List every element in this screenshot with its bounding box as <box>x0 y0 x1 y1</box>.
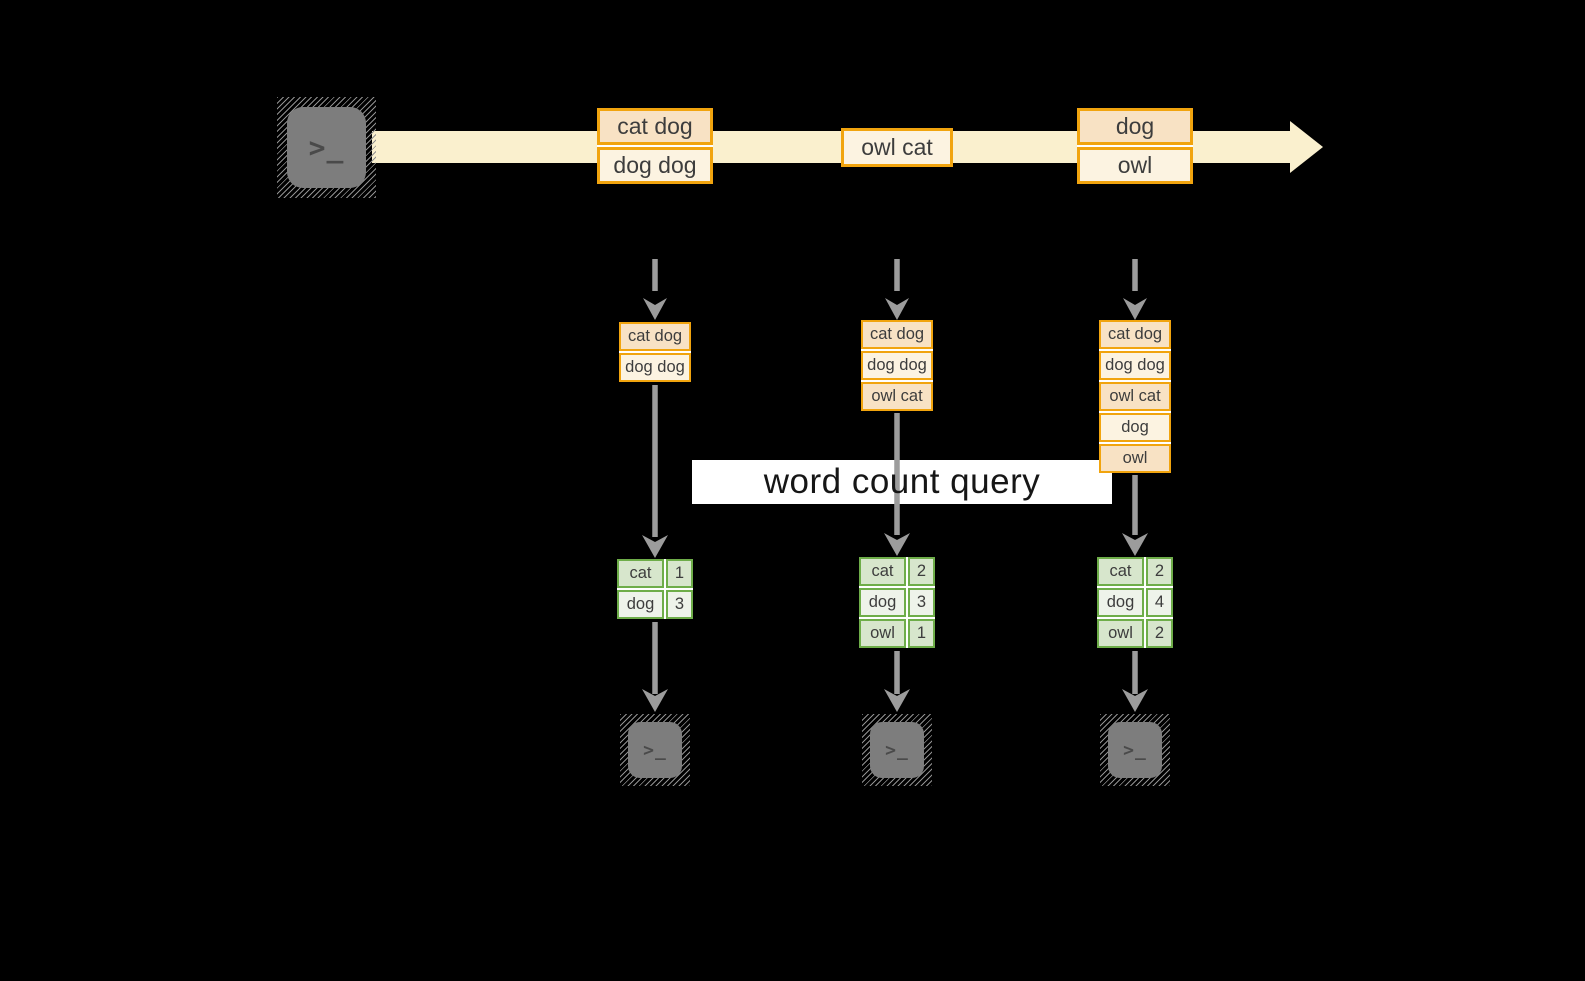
stream-record: dog <box>1077 108 1193 145</box>
result-count: 1 <box>908 619 935 648</box>
stack-record: cat dog <box>1099 320 1171 349</box>
arrowhead-icon <box>643 298 667 320</box>
arrowhead-icon <box>1122 533 1148 556</box>
stack-record: owl cat <box>861 382 933 411</box>
stack-record: cat dog <box>861 320 933 349</box>
terminal-screen: >_ <box>1108 722 1162 778</box>
result-count: 3 <box>908 588 935 617</box>
query-label-box <box>692 460 1112 504</box>
result-count: 3 <box>666 590 693 619</box>
arrowhead-icon <box>885 298 909 320</box>
stack-record: owl <box>1099 444 1171 473</box>
stack-record: dog dog <box>619 353 691 382</box>
result-word: cat <box>617 559 664 588</box>
terminal-prompt-icon: >_ <box>1123 739 1147 761</box>
arrowhead-icon <box>884 533 910 556</box>
sink-terminal-icon: >_ <box>620 714 690 786</box>
result-table-2: cat 2 dog 3 owl 1 <box>859 557 935 648</box>
arrowhead-icon <box>642 535 668 558</box>
arrow-shafts <box>652 259 1138 694</box>
result-word: dog <box>1097 588 1144 617</box>
result-word: cat <box>859 557 906 586</box>
result-table-3: cat 2 dog 4 owl 2 <box>1097 557 1173 648</box>
result-word: cat <box>1097 557 1144 586</box>
arrowhead-icon <box>1123 298 1147 320</box>
stream-record: dog dog <box>597 147 713 184</box>
stack-record: dog <box>1099 413 1171 442</box>
stack-record: dog dog <box>861 351 933 380</box>
record-stack-2: cat dog dog dog owl cat <box>861 320 933 411</box>
record-stack-1: cat dog dog dog <box>619 322 691 382</box>
sink-terminal-icon: >_ <box>1100 714 1170 786</box>
terminal-prompt-icon: >_ <box>308 131 345 164</box>
terminal-screen: >_ <box>628 722 682 778</box>
terminal-prompt-icon: >_ <box>885 739 909 761</box>
terminal-prompt-icon: >_ <box>643 739 667 761</box>
result-word: dog <box>617 590 664 619</box>
record-stack-3: cat dog dog dog owl cat dog owl <box>1099 320 1171 473</box>
result-table-1: cat 1 dog 3 <box>617 559 693 619</box>
result-count: 1 <box>666 559 693 588</box>
result-word: owl <box>1097 619 1144 648</box>
stack-record: cat dog <box>619 322 691 351</box>
stream-record: cat dog <box>597 108 713 145</box>
stream-arrowhead-icon <box>1290 121 1323 173</box>
result-word: owl <box>859 619 906 648</box>
query-label: word count query <box>763 462 1041 501</box>
result-count: 2 <box>1146 557 1173 586</box>
stack-record: owl cat <box>1099 382 1171 411</box>
stream-record: owl cat <box>841 128 953 167</box>
stream-batch-1: cat dog dog dog <box>597 108 713 184</box>
stack-record: dog dog <box>1099 351 1171 380</box>
result-word: dog <box>859 588 906 617</box>
terminal-screen: >_ <box>870 722 924 778</box>
result-count: 2 <box>1146 619 1173 648</box>
result-count: 4 <box>1146 588 1173 617</box>
source-terminal-icon: >_ <box>277 97 376 198</box>
arrowhead-icon <box>1122 689 1148 712</box>
stream-batch-2: owl cat <box>841 128 953 167</box>
stream-batch-3: dog owl <box>1077 108 1193 184</box>
arrowhead-icon <box>884 689 910 712</box>
stream-record: owl <box>1077 147 1193 184</box>
result-count: 2 <box>908 557 935 586</box>
arrowhead-icon <box>642 689 668 712</box>
terminal-screen: >_ <box>287 107 366 188</box>
sink-terminal-icon: >_ <box>862 714 932 786</box>
arrow-heads <box>642 298 1148 712</box>
